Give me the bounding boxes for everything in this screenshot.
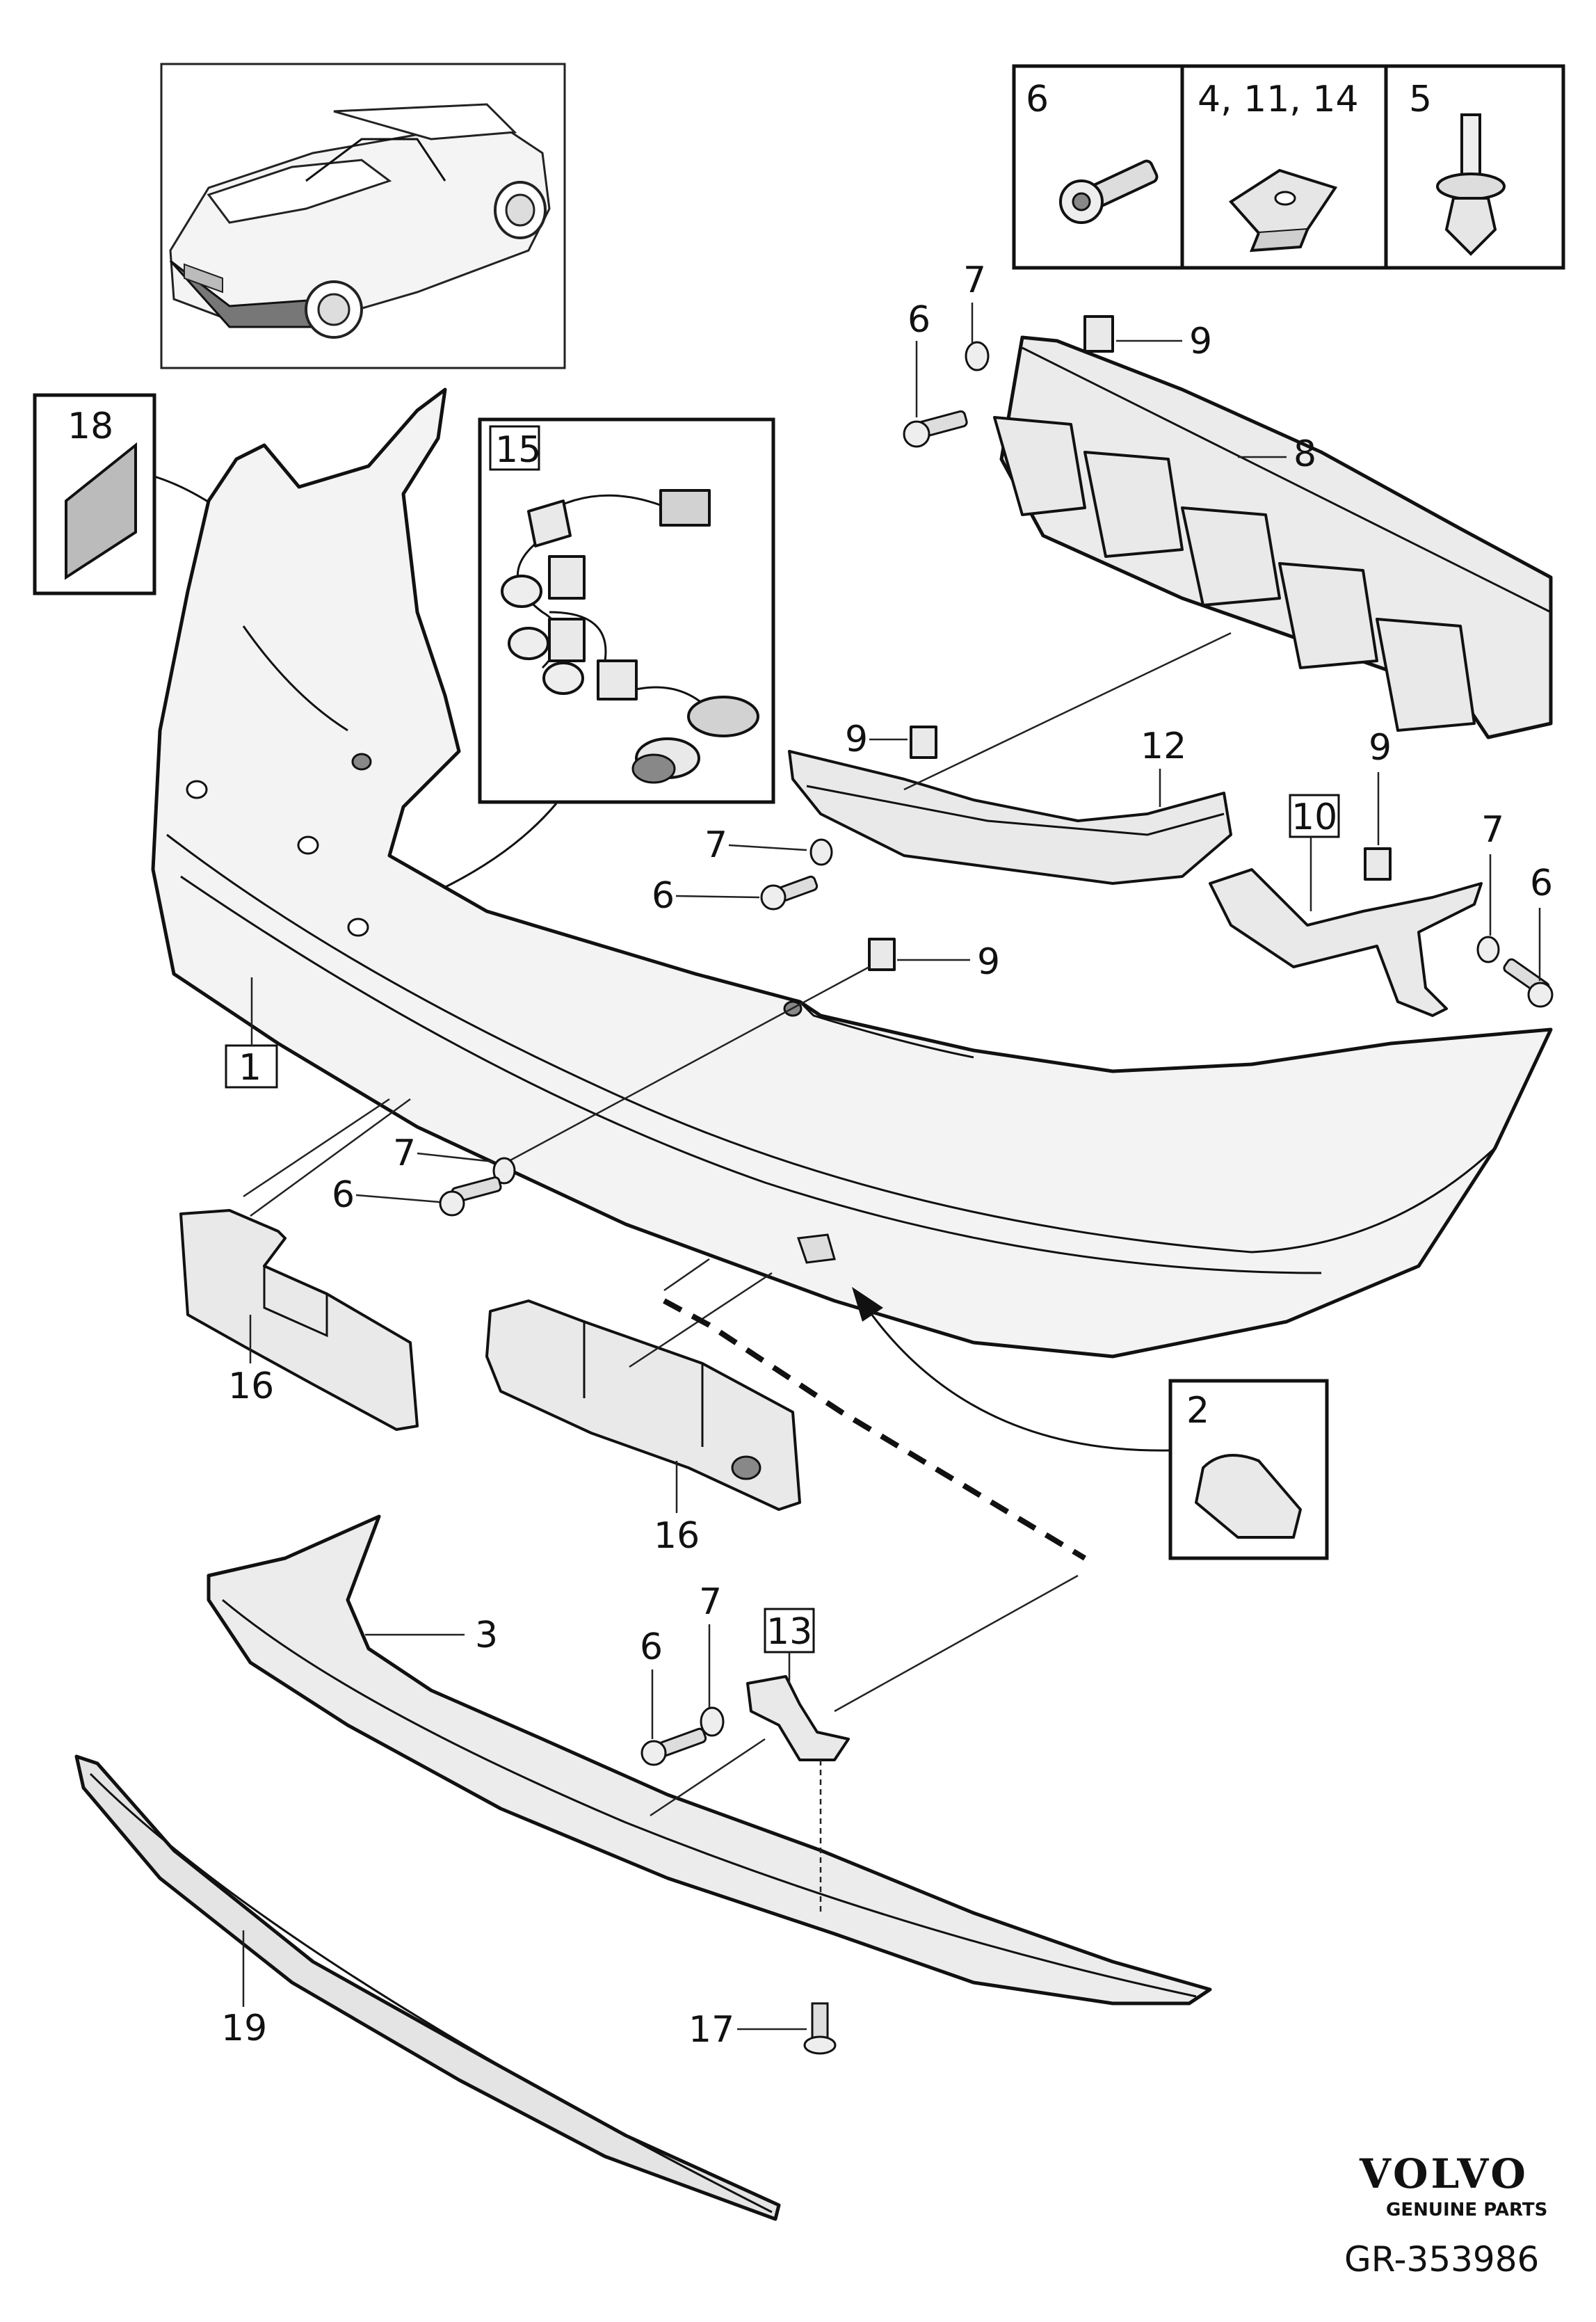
clip-9-right (1364, 847, 1392, 881)
push-rivet-icon (1436, 113, 1506, 256)
bracket-13 (746, 1675, 850, 1761)
volvo-brand: VOLVO GENUINE PARTS GR-353986 (1344, 2150, 1547, 2280)
car-thumbnail (160, 63, 566, 369)
callout-1: 1 (239, 1047, 261, 1089)
clip-nut-icon (1228, 168, 1338, 253)
clip-9-centre (868, 938, 896, 971)
callout-2: 2 (1186, 1390, 1209, 1432)
screw-17 (803, 2002, 837, 2055)
callout-19: 19 (221, 2008, 267, 2049)
diagram-code: GR-353986 (1344, 2239, 1539, 2280)
callout-6-c: 6 (1530, 863, 1553, 904)
callout-7-a: 7 (963, 259, 986, 301)
bracket-12 (788, 750, 1232, 885)
callout-7-e: 7 (699, 1581, 722, 1623)
callout-8: 8 (1293, 433, 1316, 475)
brand-subtitle: GENUINE PARTS (1386, 2200, 1547, 2220)
callout-16-a: 16 (228, 1366, 274, 1407)
energy-absorber (993, 335, 1553, 739)
callout-15: 15 (495, 429, 541, 471)
callout-6-b: 6 (652, 875, 675, 917)
callout-9-a: 9 (1189, 321, 1212, 362)
legend-cell-1-label: 6 (1026, 79, 1049, 120)
lower-trim-3 (207, 1514, 1212, 2005)
callout-6-a: 6 (908, 299, 930, 341)
screw-6-bottom (640, 1706, 725, 1766)
part-15-harness-box: 15 (478, 417, 775, 804)
callout-3: 3 (475, 1615, 498, 1656)
moulding-19 (74, 1754, 781, 2221)
screw-6-lower (439, 1157, 516, 1217)
callout-7-b: 7 (704, 824, 727, 866)
callout-7-c: 7 (1481, 809, 1504, 851)
bumper-cover (151, 387, 1553, 1359)
bracket-16-left (179, 1209, 419, 1431)
bracket-16-centre (485, 1299, 801, 1511)
part-2-box: 2 (1168, 1379, 1329, 1560)
callout-17: 17 (688, 2009, 734, 2051)
screw-6-mid (760, 838, 833, 911)
part-18-box: 18 (33, 393, 156, 595)
screw-6-top (903, 341, 990, 448)
callout-10: 10 (1291, 796, 1337, 838)
brand-logo: VOLVO (1359, 2150, 1529, 2197)
callout-13: 13 (766, 1611, 812, 1653)
callout-7-d: 7 (393, 1132, 416, 1174)
callout-16-b: 16 (654, 1515, 700, 1557)
callout-18: 18 (67, 406, 113, 447)
screw-6-right (1476, 936, 1554, 1008)
callout-6-e: 6 (640, 1626, 663, 1668)
screw-icon (1059, 159, 1159, 224)
fastener-legend: 6 4, 11, 14 5 (1012, 64, 1565, 270)
clip-9-top (1083, 315, 1114, 353)
legend-cell-3-label: 5 (1409, 79, 1432, 120)
callout-9-c: 9 (1369, 727, 1392, 769)
callout-9-b: 9 (845, 719, 868, 760)
callout-6-d: 6 (332, 1174, 355, 1216)
clip-9-left (910, 726, 937, 759)
bracket-10 (1209, 868, 1483, 1017)
callout-12: 12 (1140, 726, 1186, 767)
legend-cell-2-label: 4, 11, 14 (1198, 79, 1359, 120)
callout-9-d: 9 (977, 941, 1000, 983)
